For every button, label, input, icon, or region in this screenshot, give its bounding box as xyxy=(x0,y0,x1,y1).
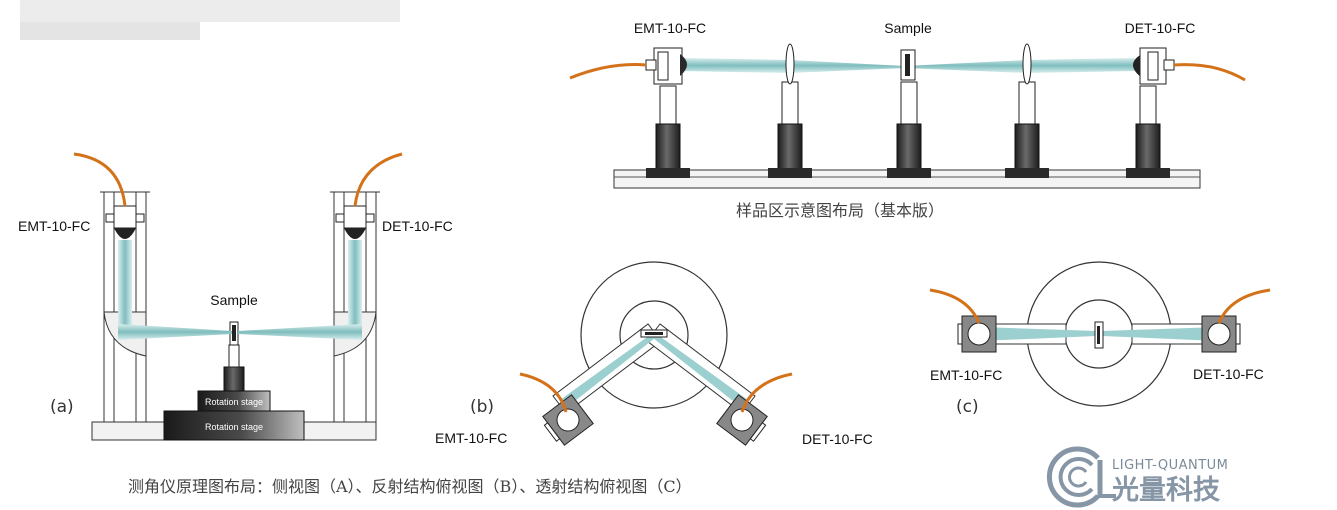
fiber-detector xyxy=(1173,63,1246,82)
top-detector-label: DET-10-FC xyxy=(1125,20,1196,36)
detector-head xyxy=(1133,47,1175,85)
lens-1 xyxy=(785,43,795,85)
beam-c-in xyxy=(980,327,1096,341)
beam-c-out xyxy=(1102,327,1218,341)
fiber-c-emitter xyxy=(929,288,981,324)
mount-lens-2 xyxy=(1005,81,1049,178)
stage-upper-label: Rotation stage xyxy=(205,397,263,407)
mount-lens-1 xyxy=(768,81,812,178)
beam-a-left-vertical xyxy=(118,240,132,336)
beam-b-out xyxy=(653,335,748,408)
emitter-head-a xyxy=(105,205,145,239)
marker-c: (c) xyxy=(956,397,979,417)
beam-b-in xyxy=(560,335,655,408)
sample-post xyxy=(223,366,245,392)
c-emitter-label: EMT-10-FC xyxy=(930,367,1002,383)
panel-b: EMT-10-FC DET-10-FC (b) xyxy=(435,261,873,447)
blurred-header xyxy=(20,0,400,40)
a-sample-label: Sample xyxy=(210,292,258,308)
emitter-head xyxy=(645,47,687,85)
brand-mark-icon xyxy=(1047,446,1116,508)
top-setup: EMT-10-FC Sample DET-10-FC 样品区示意图布局（基本版） xyxy=(569,20,1246,220)
a-detector-label: DET-10-FC xyxy=(382,218,453,234)
sample-slide xyxy=(905,54,910,76)
fiber-a-emitter xyxy=(73,152,127,207)
emitter-box-b xyxy=(542,394,594,446)
mount-detector xyxy=(1126,85,1170,178)
lens-2 xyxy=(1022,43,1032,85)
marker-b: (b) xyxy=(470,397,494,417)
brand-name-en: LIGHT-QUANTUM xyxy=(1112,458,1228,473)
b-emitter-label: EMT-10-FC xyxy=(435,430,507,446)
top-sample-label: Sample xyxy=(884,20,932,36)
top-caption: 样品区示意图布局（基本版） xyxy=(736,201,944,220)
fiber-emitter xyxy=(569,63,647,80)
stage-lower-label: Rotation stage xyxy=(205,422,263,432)
b-detector-label: DET-10-FC xyxy=(802,431,873,447)
panel-a: EMT-10-FC DET-10-FC Sample Rotation stag… xyxy=(18,152,453,441)
rotation-stage-lower xyxy=(163,410,305,441)
fiber-c-detector xyxy=(1217,288,1271,324)
brand-name-cn: 光量科技 xyxy=(1111,475,1220,506)
beam-a-left-horizontal xyxy=(118,324,232,340)
top-emitter-label: EMT-10-FC xyxy=(634,20,706,36)
beam-a-right-horizontal xyxy=(238,324,362,340)
fiber-a-detector xyxy=(353,152,403,207)
beam-a-right-vertical xyxy=(348,240,362,336)
bottom-caption: 测角仪原理图布局：侧视图（A）、反射结构俯视图（B）、透射结构俯视图（C） xyxy=(128,477,692,496)
fiber-b-emitter xyxy=(519,372,568,413)
marker-a: (a) xyxy=(50,397,74,417)
detector-head-a xyxy=(335,205,375,239)
brand-logo: LIGHT-QUANTUM 光量科技 xyxy=(1047,446,1228,508)
mount-emitter xyxy=(646,85,690,178)
detector-box-b xyxy=(716,394,768,446)
mount-sample xyxy=(887,81,931,178)
a-emitter-label: EMT-10-FC xyxy=(18,218,90,234)
panel-c: EMT-10-FC DET-10-FC (c) xyxy=(929,261,1271,417)
c-detector-label: DET-10-FC xyxy=(1193,366,1264,382)
fiber-b-detector xyxy=(740,372,793,413)
